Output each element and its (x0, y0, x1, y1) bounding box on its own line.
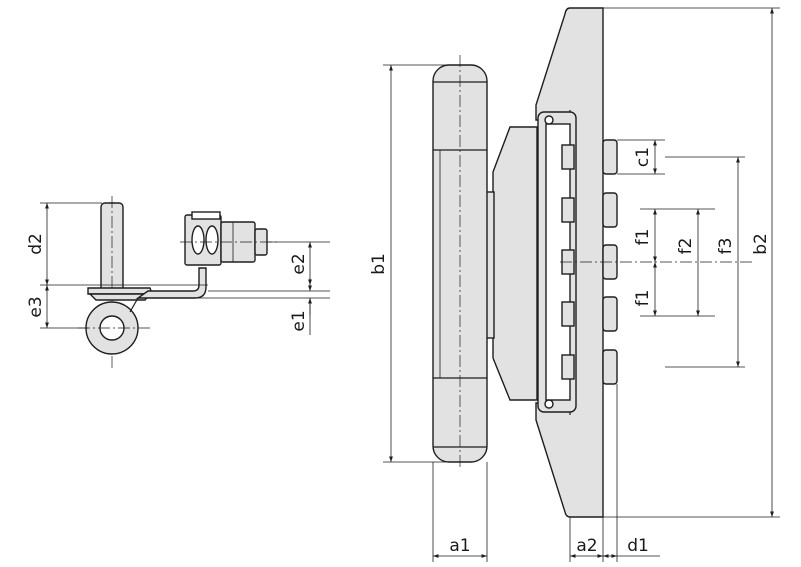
side-dimensions (40, 202, 330, 335)
label-e1: e1 (289, 310, 309, 331)
label-d1: d1 (627, 536, 649, 556)
front-dimensions (383, 7, 780, 562)
side-flange (87, 287, 153, 295)
side-arm (135, 267, 207, 299)
label-f3: f3 (716, 238, 736, 255)
label-f1-top: f1 (633, 229, 653, 246)
label-b1: b1 (369, 253, 389, 275)
hinge-body (492, 126, 538, 401)
label-d2: d2 (26, 233, 46, 255)
label-c1: c1 (633, 147, 653, 167)
label-a2: a2 (576, 536, 597, 556)
label-b2: b2 (751, 233, 771, 255)
front-view (432, 7, 755, 518)
side-view (78, 196, 280, 370)
dimension-labels: a1 a2 d1 b1 b2 c1 f1 f1 f2 f3 d2 e3 e2 e… (26, 147, 771, 556)
label-a1: a1 (449, 536, 470, 556)
label-e3: e3 (26, 296, 46, 317)
label-f1-bottom: f1 (633, 290, 653, 307)
label-f2: f2 (676, 238, 696, 255)
label-e2: e2 (289, 253, 309, 274)
